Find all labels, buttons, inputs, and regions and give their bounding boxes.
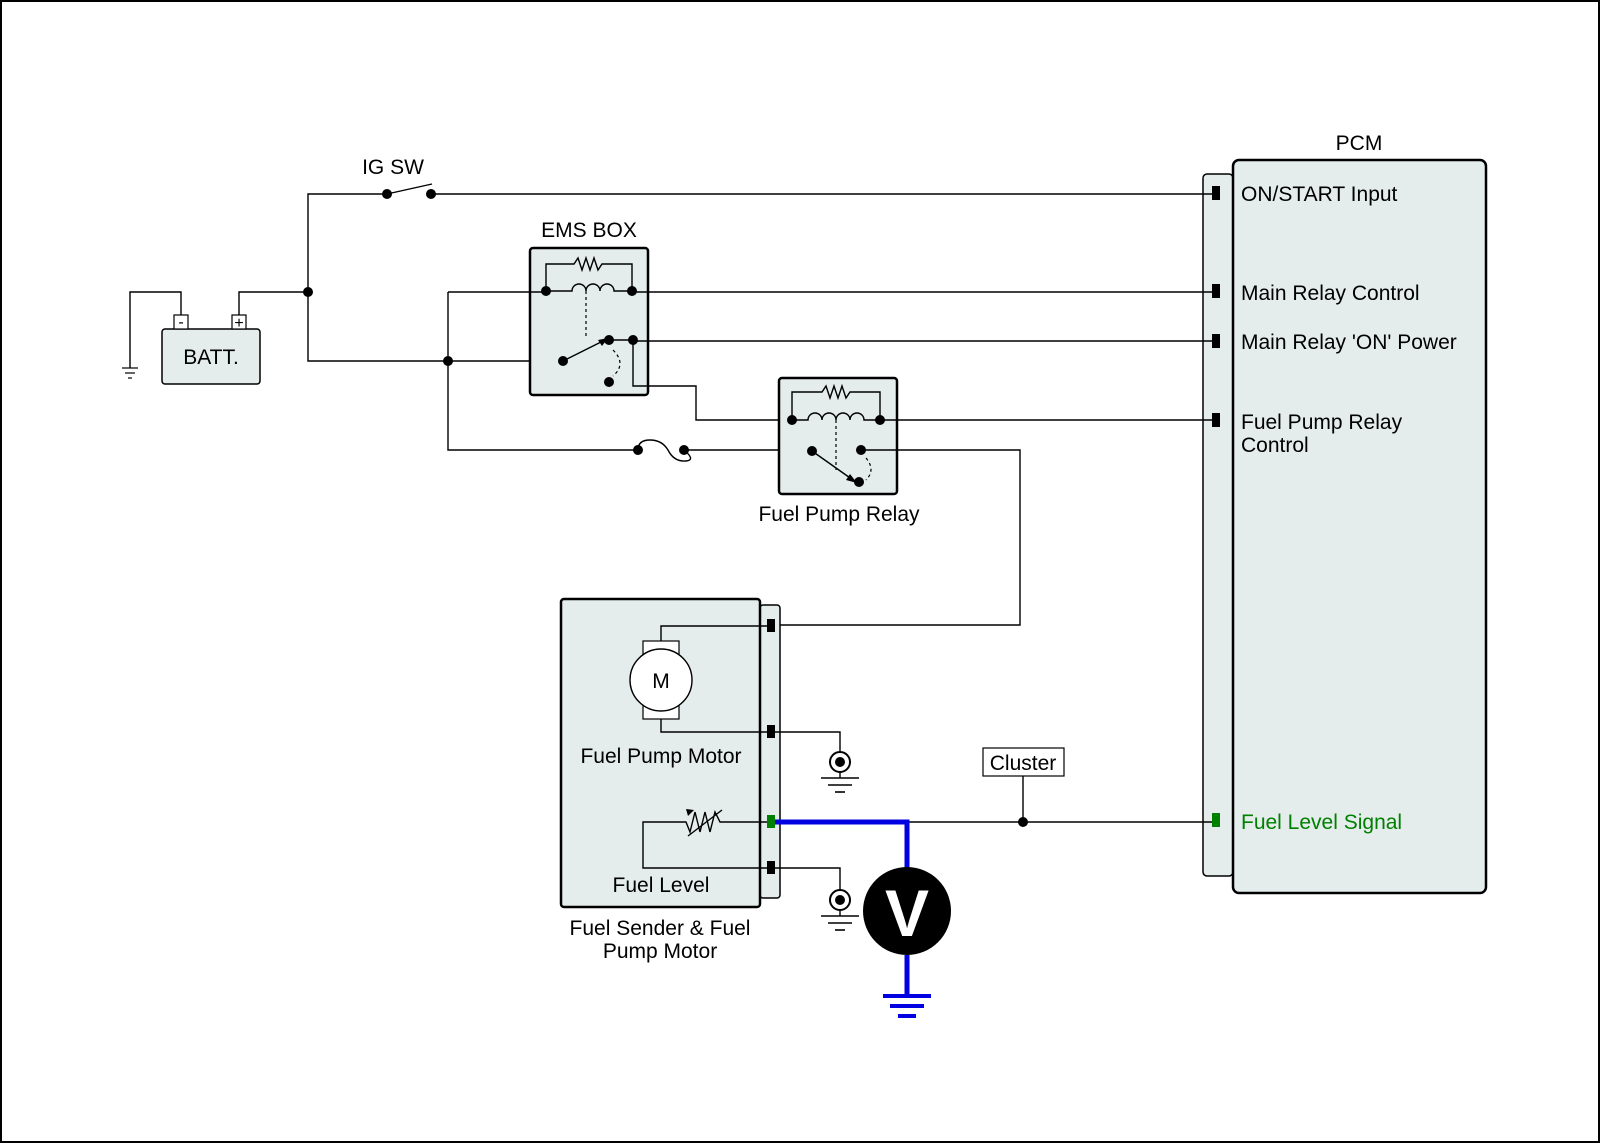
fpr-switch-travel bbox=[865, 457, 872, 481]
fpr-switch-arm bbox=[811, 450, 854, 481]
motor-ground-icon bbox=[821, 751, 859, 793]
pcm-pin-label-main-relay-on-power: Main Relay 'ON' Power bbox=[1241, 331, 1457, 354]
fuel-sender-pin-3 bbox=[767, 815, 775, 828]
fuel-pump-relay-label: Fuel Pump Relay bbox=[758, 503, 920, 526]
voltmeter-icon bbox=[863, 867, 951, 955]
pcm-pin-label-on-start: ON/START Input bbox=[1241, 183, 1398, 206]
battery-ground-icon bbox=[122, 367, 138, 379]
sender-ground-icon bbox=[821, 889, 859, 931]
fpr-coil-terminal-left bbox=[787, 415, 797, 425]
pcm-connector bbox=[1202, 173, 1234, 877]
pcm-pin-fuel-pump-relay-control bbox=[1212, 413, 1220, 427]
ems-switch-arm bbox=[562, 339, 606, 362]
motor-ground-wire bbox=[775, 731, 841, 752]
fuel-sender-label-1: Fuel Sender & Fuel bbox=[570, 917, 751, 940]
voltmeter-probe-wire bbox=[775, 819, 910, 868]
battery-positive-wire bbox=[238, 291, 308, 315]
pcm-pin-label-main-relay-control: Main Relay Control bbox=[1241, 282, 1420, 305]
pcm-pin-label-fuel-pump-relay-control-2: Control bbox=[1241, 434, 1309, 457]
pcm-pin-main-relay-on-power bbox=[1212, 334, 1220, 348]
fuel-level-label: Fuel Level bbox=[613, 874, 710, 897]
fuel-sender-pin-4 bbox=[767, 861, 775, 874]
ems-box-label: EMS BOX bbox=[541, 219, 637, 242]
fuel-level-wiper bbox=[687, 809, 723, 837]
ems-feed-wire bbox=[307, 292, 604, 362]
pcm-pin-main-relay-control bbox=[1212, 284, 1220, 298]
fuel-level-wiper-arrow bbox=[686, 809, 694, 816]
ems-switch-travel bbox=[612, 349, 621, 377]
motor-symbol: M bbox=[652, 670, 670, 693]
motor-return-wire bbox=[660, 719, 767, 733]
pcm-pin-label-fuel-pump-relay-control: Fuel Pump Relay bbox=[1241, 411, 1403, 434]
ems-box bbox=[528, 246, 650, 397]
voltmeter-symbol: V bbox=[885, 876, 929, 950]
fuel-sender-connector bbox=[759, 604, 781, 899]
pcm-pin-label-fuel-level-signal: Fuel Level Signal bbox=[1241, 811, 1402, 834]
motor-icon bbox=[629, 648, 693, 712]
fuel-pump-relay-box bbox=[777, 376, 899, 496]
cluster-label: Cluster bbox=[990, 752, 1057, 775]
ems-to-fpr-coil-wire bbox=[632, 341, 792, 421]
cluster-box bbox=[982, 747, 1065, 777]
sender-ground-wire bbox=[775, 867, 841, 890]
pcm-box bbox=[1231, 158, 1488, 895]
ig-sw-blade bbox=[386, 183, 433, 195]
fpr-switch-nc-contact bbox=[854, 477, 864, 487]
battery-ground-wire bbox=[129, 291, 182, 368]
ems-relay-coil bbox=[545, 255, 633, 338]
battery-pos-sign: + bbox=[234, 315, 243, 332]
battery-label: BATT. bbox=[183, 346, 239, 369]
fuel-sender-pin-2 bbox=[767, 725, 775, 738]
fuel-pump-supply-wire bbox=[772, 449, 1021, 626]
pcm-label: PCM bbox=[1336, 132, 1383, 155]
fuel-level-sender-resistor bbox=[642, 809, 767, 869]
ig-sw-feed-wire bbox=[307, 193, 388, 292]
battery-box bbox=[161, 328, 261, 385]
ems-coil-terminal-right bbox=[627, 286, 637, 296]
pcm-pin-on-start bbox=[1212, 186, 1220, 200]
ig-sw-label: IG SW bbox=[362, 156, 424, 179]
motor-supply-wire bbox=[660, 625, 767, 641]
fpr-relay-coil bbox=[791, 383, 881, 470]
fuel-sender-label-2: Pump Motor bbox=[603, 940, 717, 963]
fuse-icon bbox=[637, 439, 692, 462]
fuel-pump-motor-label: Fuel Pump Motor bbox=[580, 745, 741, 768]
bus-wire bbox=[447, 292, 638, 451]
fuel-sender-pin-1 bbox=[767, 619, 775, 632]
ems-switch-nc-contact bbox=[604, 377, 614, 387]
ems-coil-terminal-left bbox=[541, 286, 551, 296]
battery-neg-sign: - bbox=[178, 314, 183, 331]
pcm-pin-fuel-level-signal bbox=[1212, 813, 1220, 827]
voltmeter-ground-icon bbox=[883, 994, 931, 1018]
